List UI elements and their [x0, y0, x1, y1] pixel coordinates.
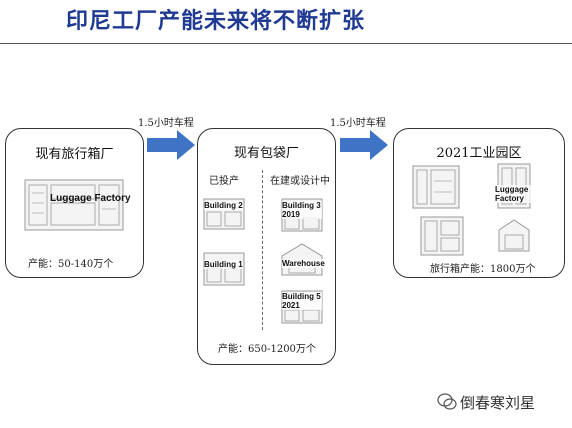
building-1-label: Building 1 — [204, 260, 243, 269]
operating-heading: 已投产 — [209, 176, 239, 187]
watermark-text: 倒春寒刘星 — [460, 394, 536, 412]
building-3-label: Building 3 2019 — [282, 201, 322, 219]
building-3-text: Building 3 2019 — [282, 201, 321, 219]
right-arrow-1 — [147, 130, 195, 160]
right-arrow-2 — [340, 130, 388, 160]
building-2-label: Building 2 — [204, 201, 243, 210]
right-capacity-text: 旅行箱产能：1800万个 — [430, 264, 536, 275]
column-divider — [262, 170, 263, 330]
existing-bag-factory-box — [197, 128, 336, 365]
arrow-label-2: 1.5小时车程 — [330, 118, 386, 129]
park-building-d-icon — [498, 219, 530, 252]
wechat-icon — [437, 393, 457, 410]
building-1-icon — [203, 252, 245, 286]
factory-floorplan-icon — [24, 179, 124, 231]
park-building-c-icon — [420, 216, 464, 256]
capacity-text: 产能：50-140万个 — [28, 259, 114, 270]
page-title: 印尼工厂产能未来将不断扩张 — [66, 9, 366, 34]
title-divider — [0, 43, 572, 44]
warehouse-label: Warehouse — [282, 259, 325, 268]
middle-capacity-text: 产能：650-1200万个 — [218, 344, 316, 355]
right-box-title: 2021工业园区 — [436, 146, 522, 161]
building-5-text: Building 5 2021 — [282, 292, 321, 310]
planned-heading: 在建或设计中 — [270, 176, 330, 187]
middle-box-title: 现有包袋厂 — [233, 146, 299, 161]
luggage-factory-label: Luggage Factory — [50, 193, 131, 204]
building-5-label: Building 5 2021 — [282, 292, 322, 310]
box-title: 现有旅行箱厂 — [35, 147, 114, 162]
arrow-label-1: 1.5小时车程 — [138, 118, 194, 129]
existing-luggage-factory-box: 现有旅行箱厂 Luggage Factory 产能：50-140万个 — [5, 128, 144, 278]
park-luggage-factory-label: Luggage Factory — [495, 185, 531, 203]
park-building-a-icon — [412, 165, 460, 209]
